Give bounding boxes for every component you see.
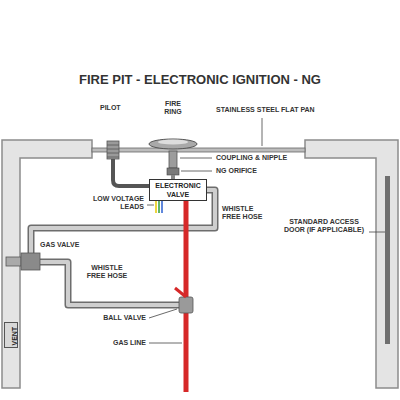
- pilot-tube: [113, 159, 153, 186]
- part-label: NG ORIFICE: [216, 167, 286, 175]
- coupling-nipple: [169, 151, 177, 168]
- part-label: WHISTLE FREE HOSE: [222, 205, 268, 222]
- gas-valve: [21, 253, 40, 270]
- part-label: COUPLING & NIPPLE: [216, 154, 316, 162]
- flat-pan: [92, 148, 305, 152]
- hose-inner: [40, 262, 179, 305]
- diagram-title: FIRE PIT - ELECTRONIC IGNITION - NG: [0, 72, 400, 87]
- leader-line: [180, 158, 212, 159]
- leader-line: [181, 171, 212, 172]
- valve-box: ELECTRONIC VALVE: [149, 179, 207, 201]
- ball-valve: [179, 297, 193, 313]
- part-label: PILOT: [100, 104, 136, 112]
- wire-green: [158, 200, 160, 213]
- fire-ring: [149, 139, 197, 149]
- part-label: STAINLESS STEEL FLAT PAN: [216, 106, 340, 114]
- part-label: GAS LINE: [94, 339, 146, 347]
- pilot: [107, 141, 119, 159]
- part-label: STANDARD ACCESS DOOR (IF APPLICABLE): [282, 218, 366, 235]
- hose-outer: [40, 262, 179, 305]
- node-label: ELECTRONIC VALVE: [153, 182, 203, 199]
- vent-box: VENT: [4, 322, 18, 349]
- leader-line: [149, 309, 177, 318]
- part-label: LOW VOLTAGE LEADS: [88, 195, 144, 212]
- part-label: GAS VALVE: [40, 241, 96, 249]
- ng-orifice: [167, 168, 179, 175]
- part-label: WHISTLE FREE HOSE: [82, 264, 132, 281]
- ball-valve-handle: [175, 288, 186, 297]
- node-label: VENT: [11, 327, 19, 346]
- part-label: FIRE RING: [158, 100, 188, 117]
- fire-ring-top: [158, 140, 188, 145]
- part-label: BALL VALVE: [94, 314, 146, 322]
- pilot-hatch: [107, 145, 119, 157]
- wire-blue: [161, 200, 163, 213]
- wire-yellow: [155, 200, 157, 213]
- gas-valve-knob: [6, 257, 21, 266]
- leader-line: [369, 232, 385, 233]
- access-door: [385, 176, 390, 344]
- leader-line: [149, 343, 182, 344]
- right-wall: [305, 140, 398, 388]
- leader-line: [147, 205, 154, 206]
- leader-line: [262, 118, 263, 146]
